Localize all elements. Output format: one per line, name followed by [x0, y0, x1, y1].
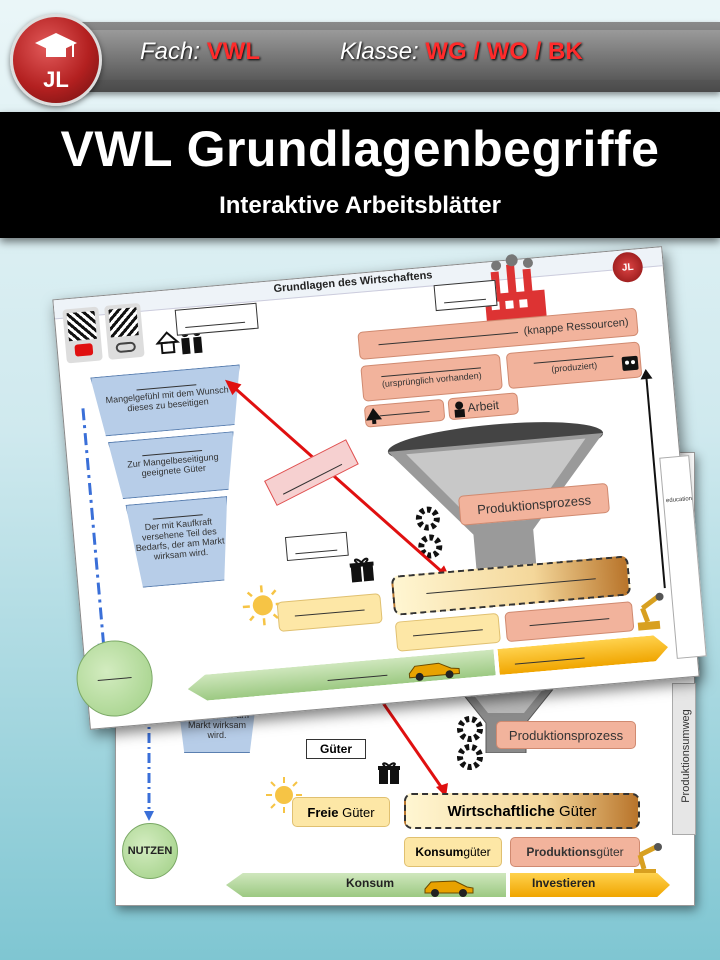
konsum-rest: güter — [463, 845, 491, 859]
gamepad-icon — [115, 341, 137, 354]
gears-icon — [415, 506, 443, 559]
klasse-group: Klasse: WG / WO / BK — [340, 38, 583, 66]
trapezoid1-text: Mangelgefühl mit dem Wunsch dieses zu be… — [105, 384, 229, 414]
fach-label: Fach: — [140, 38, 201, 65]
graduation-cap-icon — [35, 33, 77, 57]
page-title: VWL Grundlagenbegriffe — [60, 121, 660, 177]
konsumgueter-blank-box[interactable] — [394, 612, 501, 652]
wirtschaftliche-rest: Güter — [554, 802, 597, 820]
education-tag: education — [665, 496, 693, 505]
funnel-icon — [387, 422, 604, 603]
car-icon — [408, 662, 461, 681]
produktion-bold: Produktions — [526, 845, 597, 859]
produktionsumweg-label: Produktionsumweg — [680, 709, 692, 803]
header-bar-inner — [50, 30, 720, 80]
gueter-label: Güter — [319, 742, 352, 756]
blank-line — [295, 549, 338, 555]
produktionsgueter-blank-box[interactable] — [504, 601, 635, 643]
nutzen-circle: NUTZEN — [122, 823, 178, 879]
konsumgueter-text: Konsumgüter — [415, 845, 490, 859]
beduerfnis-trapezoid[interactable]: Mangelgefühl mit dem Wunsch dieses zu be… — [90, 364, 245, 437]
gueter-label-box: Güter — [306, 739, 366, 759]
dashed-blue-arrow — [81, 408, 110, 656]
qr-video-tile[interactable] — [62, 306, 103, 364]
trapezoid3-text: Der mit Kaufkraft versehene Teil des Bed… — [135, 516, 225, 562]
worksheet-front: Grundlagen des Wirtschaftens JL (knappe … — [52, 246, 700, 730]
klasse-label: Klasse: — [340, 38, 419, 65]
robot-arm-icon — [637, 592, 664, 631]
blank-line — [412, 628, 483, 636]
gears-icon — [457, 716, 483, 770]
blank-line — [185, 321, 246, 329]
produktionsgueter-box: Produktionsgüter — [510, 837, 640, 867]
blank-line — [426, 577, 596, 594]
knappe-label: (knappe Ressourcen) — [523, 316, 630, 338]
produziert-label: (produziert) — [550, 359, 598, 374]
title-band: VWL Grundlagenbegriffe Interaktive Arbei… — [0, 112, 720, 238]
fach-group: Fach: VWL — [140, 38, 260, 66]
vertical-arrow — [640, 369, 666, 589]
nachfrage-trapezoid[interactable]: Der mit Kaufkraft versehene Teil des Bed… — [126, 496, 235, 589]
konsum-label: Konsum — [346, 876, 394, 890]
fach-value: VWL — [206, 38, 261, 65]
blank-line — [529, 617, 610, 626]
freie-bold: Freie — [307, 804, 339, 820]
freie-gueter-box: Freie Güter — [292, 797, 390, 827]
produktionsprozess-text: Produktionsprozess — [476, 491, 592, 517]
produktionsprozess-text: Produktionsprozess — [508, 727, 624, 743]
header-bar — [30, 22, 720, 92]
page-subtitle: Interaktive Arbeitsblätter — [219, 192, 501, 219]
bedarf-trapezoid[interactable]: Zur Mangelbeseitigung geeignete Güter — [108, 431, 239, 500]
investieren-label: Investieren — [532, 876, 596, 890]
nutzen-label: NUTZEN — [127, 845, 173, 857]
produktionsprozess-box: Produktionsprozess — [496, 721, 636, 749]
arbeit-label: Arbeit — [467, 397, 500, 415]
nutzen-blank-circle[interactable] — [73, 637, 156, 720]
freie-gueter-text: Freie Güter — [307, 805, 374, 820]
produktionsumweg-bar: Produktionsumweg — [672, 683, 696, 835]
konsum-bold: Konsum — [415, 845, 464, 859]
brand-logo: JL — [10, 14, 102, 106]
qr-game-tile[interactable] — [104, 302, 145, 360]
wirtschaftliche-bold: Wirtschaftliche — [447, 802, 555, 820]
red-arrow — [224, 379, 452, 581]
gift-icon — [378, 762, 400, 784]
blank-line — [378, 331, 518, 345]
blank-line — [294, 608, 365, 617]
investieren-arrow — [510, 873, 670, 897]
blank-line — [97, 676, 132, 681]
produktion-rest: güter — [596, 845, 624, 859]
gift-icon — [349, 557, 375, 583]
speech-bubble-factory[interactable] — [433, 279, 498, 312]
logo-text: JL — [43, 67, 69, 92]
freie-rest: Güter — [338, 804, 375, 820]
dashed-blue-arrow-back — [144, 713, 154, 821]
robot-icon — [621, 355, 639, 371]
qr-code-icon — [108, 307, 139, 338]
produktionsgueter-text: Produktionsgüter — [526, 845, 623, 859]
tree-icon — [366, 407, 383, 425]
konsumgueter-box: Konsumgüter — [404, 837, 502, 867]
qr-code-icon — [66, 310, 97, 342]
blank-line — [444, 298, 487, 304]
klasse-value: WG / WO / BK — [425, 38, 583, 65]
wirtschaftliche-gueter-box: Wirtschaftliche Güter — [404, 793, 640, 829]
car-icon — [424, 880, 474, 897]
wirtschaftliche-gueter-text: Wirtschaftliche Güter — [447, 803, 596, 820]
video-play-icon — [74, 343, 94, 357]
worker-icon — [454, 401, 466, 418]
trapezoid2-text: Zur Mangelbeseitigung geeignete Güter — [126, 451, 219, 479]
